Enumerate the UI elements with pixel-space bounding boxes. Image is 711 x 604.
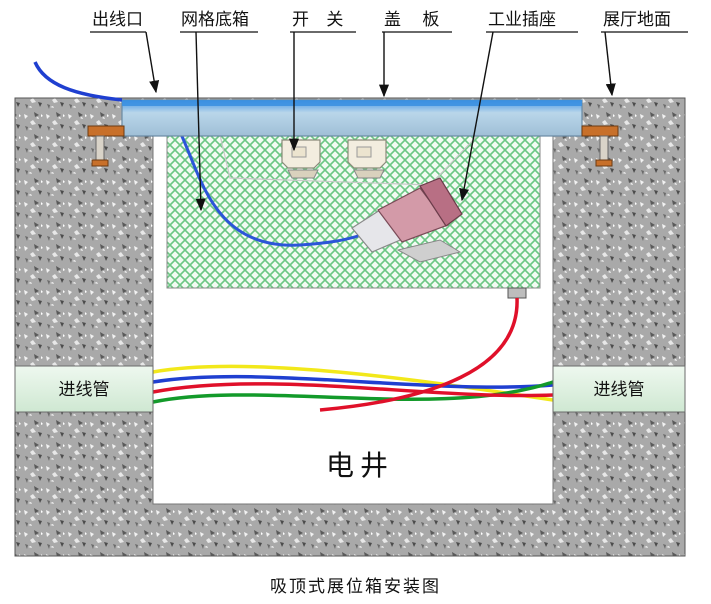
leader-arrows — [145, 31, 616, 212]
label-hall-floor: 展厅地面 — [603, 10, 671, 30]
cover-plate — [121, 99, 583, 137]
conduit-left — [14, 365, 154, 413]
industrial-socket — [351, 177, 463, 263]
conduit-left-label: 进线管 — [59, 380, 110, 400]
conduit-right — [552, 365, 686, 413]
inner-blue-cable — [176, 127, 359, 247]
cable-blue — [152, 374, 554, 389]
bracket-left — [87, 125, 125, 167]
cable-gland — [507, 287, 527, 299]
figure-caption: 吸顶式展位箱安装图 — [270, 577, 441, 597]
label-outlet: 出线口 — [92, 10, 143, 30]
cable-yellow — [152, 364, 554, 402]
electric-shaft-label: 电井 — [326, 449, 394, 482]
switch-right — [347, 139, 387, 179]
mesh-box-inner-tray — [219, 134, 479, 186]
label-mesh-box: 网格底箱 — [181, 10, 249, 30]
conduit-right-label: 进线管 — [594, 380, 645, 400]
cable-green — [152, 380, 554, 404]
cable-red-riser — [319, 297, 519, 412]
bracket-right — [581, 125, 619, 167]
cable-red-horizontal — [152, 382, 554, 398]
outlet-cable — [33, 61, 123, 102]
label-industrial-socket: 工业插座 — [488, 10, 556, 30]
label-switch: 开 关 — [292, 10, 349, 30]
label-cover: 盖 板 — [384, 10, 447, 30]
